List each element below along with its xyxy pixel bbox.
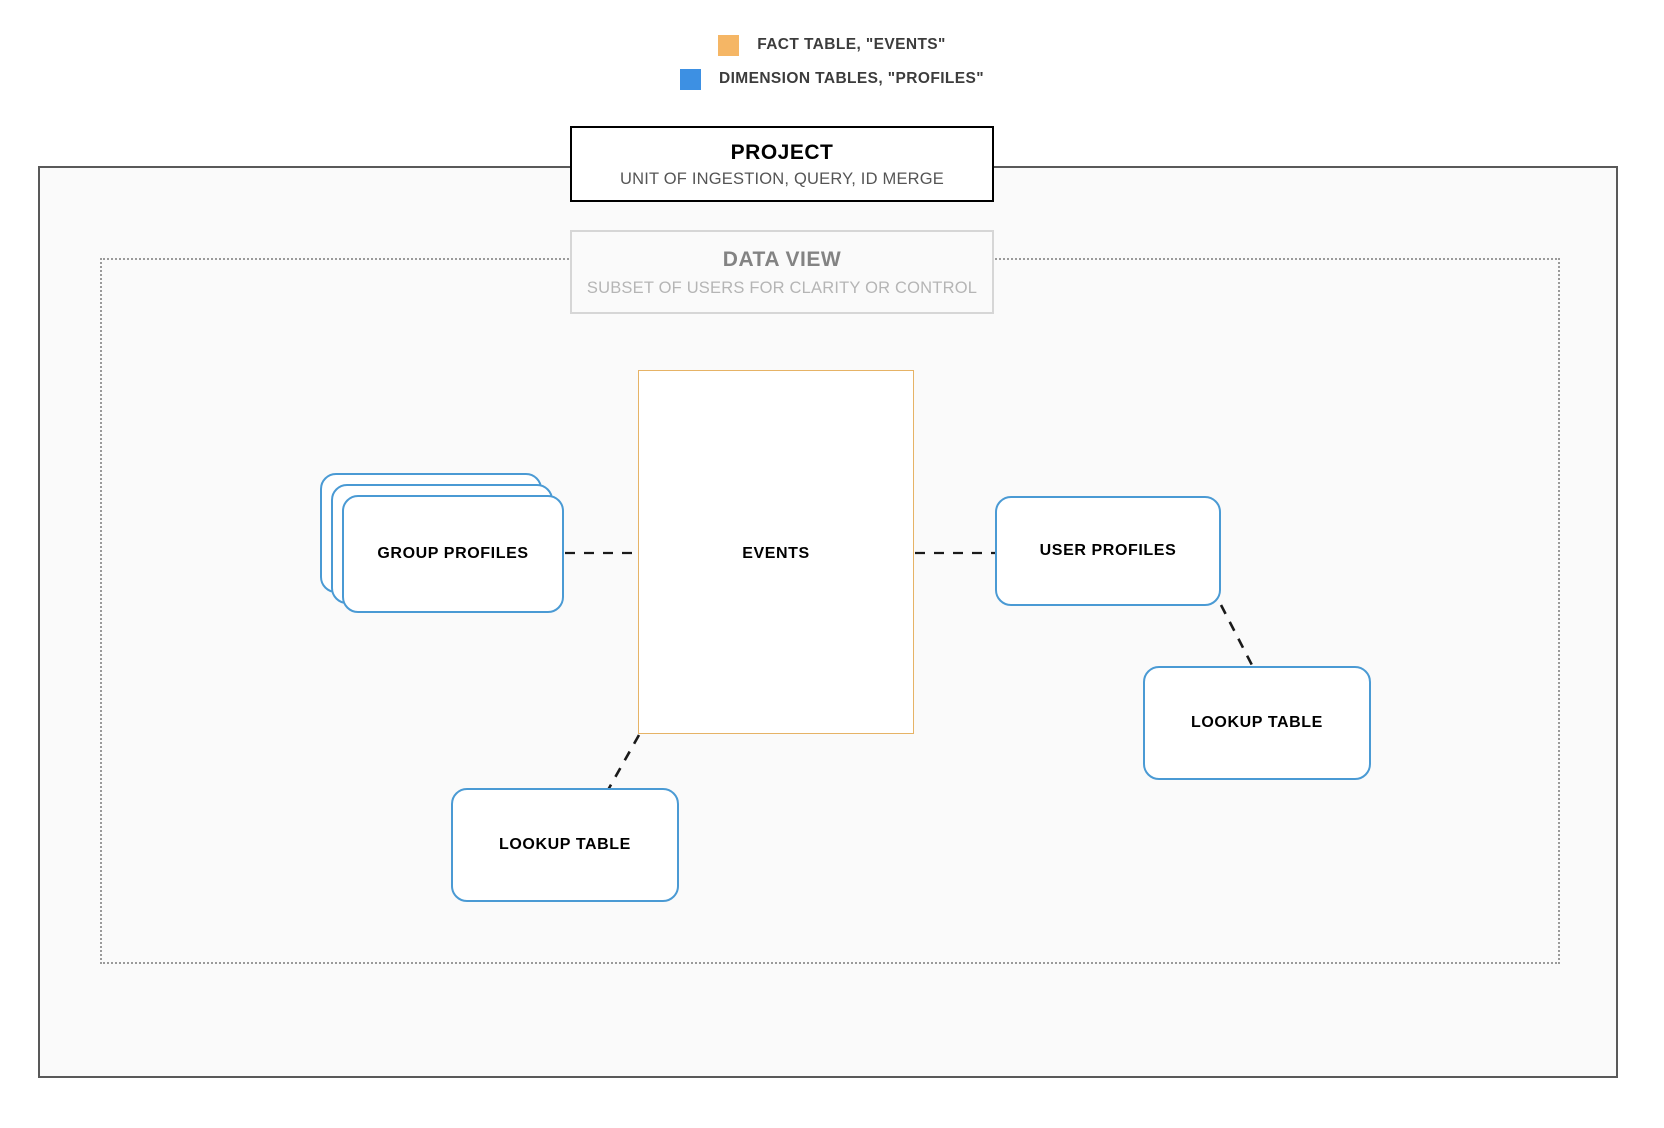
data-view-title: DATA VIEW	[722, 248, 842, 271]
orange-square-swatch	[718, 34, 740, 56]
group-profiles-card[interactable]: GROUP PROFILES	[342, 495, 564, 613]
user-profiles-label: USER PROFILES	[1039, 542, 1177, 559]
lookup-table-right-card[interactable]: LOOKUP TABLE	[1143, 666, 1371, 780]
user-profiles-card[interactable]: USER PROFILES	[995, 496, 1221, 606]
lookup-table-left-card[interactable]: LOOKUP TABLE	[451, 788, 679, 902]
legend-label-fact-table: FACT TABLE, "EVENTS"	[757, 36, 946, 53]
data-view-header-box[interactable]: DATA VIEW SUBSET OF USERS FOR CLARITY OR…	[570, 230, 994, 314]
events-label: EVENTS	[742, 545, 810, 562]
group-profiles-label: GROUP PROFILES	[377, 545, 529, 562]
project-subtitle: UNIT OF INGESTION, QUERY, ID MERGE	[619, 170, 944, 188]
data-view-subtitle: SUBSET OF USERS FOR CLARITY OR CONTROL	[586, 279, 978, 297]
legend: FACT TABLE, "EVENTS" DIMENSION TABLES, "…	[0, 28, 1664, 96]
lookup-table-left-label: LOOKUP TABLE	[499, 836, 631, 853]
legend-label-dimension-tables: DIMENSION TABLES, "PROFILES"	[718, 70, 984, 87]
lookup-table-right-label: LOOKUP TABLE	[1191, 714, 1323, 731]
blue-square-swatch	[679, 68, 701, 90]
events-fact-table[interactable]: EVENTS	[638, 370, 914, 734]
legend-item-fact-table: FACT TABLE, "EVENTS"	[0, 28, 1664, 62]
project-title: PROJECT	[730, 141, 834, 164]
legend-item-dimension-tables: DIMENSION TABLES, "PROFILES"	[0, 62, 1664, 96]
project-header-box[interactable]: PROJECT UNIT OF INGESTION, QUERY, ID MER…	[570, 126, 994, 202]
